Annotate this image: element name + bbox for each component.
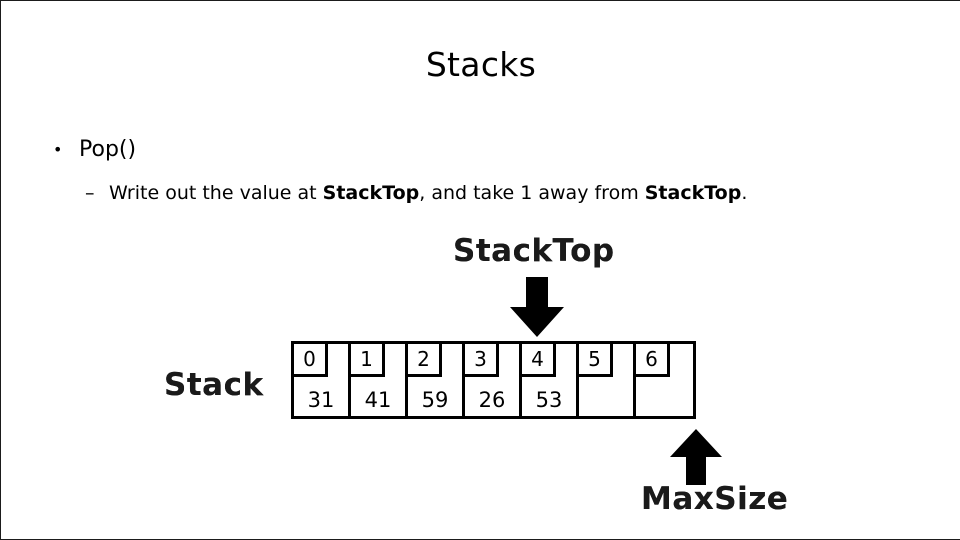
array-cell: 6 bbox=[636, 344, 693, 416]
cell-index: 2 bbox=[408, 344, 442, 377]
description-suffix: . bbox=[741, 182, 748, 204]
bullet-text-description: Write out the value at StackTop, and tak… bbox=[109, 181, 747, 206]
bullet-text-pop: Pop() bbox=[79, 137, 137, 162]
diagram-label-maxsize: MaxSize bbox=[641, 481, 789, 517]
cell-value: 26 bbox=[478, 388, 506, 412]
cell-index: 3 bbox=[465, 344, 499, 377]
bullet-marker-icon: • bbox=[53, 140, 63, 159]
page-title: Stacks bbox=[425, 45, 537, 84]
diagram-label-stacktop: StackTop bbox=[453, 233, 615, 269]
array-cell: 2 59 bbox=[408, 344, 465, 416]
dash-marker-icon: – bbox=[85, 182, 95, 204]
cell-index: 0 bbox=[294, 344, 328, 377]
cell-value: 53 bbox=[535, 388, 563, 412]
array-cell: 1 41 bbox=[351, 344, 408, 416]
array-cell: 4 53 bbox=[522, 344, 579, 416]
cell-index: 4 bbox=[522, 344, 556, 377]
description-prefix: Write out the value at bbox=[109, 182, 323, 204]
description-bold-stacktop-2: StackTop bbox=[644, 182, 742, 204]
cell-value: 31 bbox=[307, 388, 335, 412]
arrow-down-stacktop-icon bbox=[506, 277, 568, 339]
array-cell: 3 26 bbox=[465, 344, 522, 416]
array-cell: 0 31 bbox=[294, 344, 351, 416]
description-middle: , and take 1 away from bbox=[419, 182, 645, 204]
description-bold-stacktop-1: StackTop bbox=[322, 182, 420, 204]
cell-index: 5 bbox=[579, 344, 613, 377]
array-cell: 5 bbox=[579, 344, 636, 416]
arrow-up-maxsize-icon bbox=[667, 429, 725, 487]
bullet-item-description: – Write out the value at StackTop, and t… bbox=[85, 181, 747, 206]
cell-index: 1 bbox=[351, 344, 385, 377]
cell-value: 41 bbox=[364, 388, 392, 412]
diagram-label-stack: Stack bbox=[164, 367, 264, 403]
cell-index: 6 bbox=[636, 344, 670, 377]
cell-value: 59 bbox=[421, 388, 449, 412]
stack-array: 0 31 1 41 2 59 3 26 4 53 5 6 bbox=[291, 341, 696, 419]
bullet-item-pop: • Pop() bbox=[53, 137, 136, 163]
